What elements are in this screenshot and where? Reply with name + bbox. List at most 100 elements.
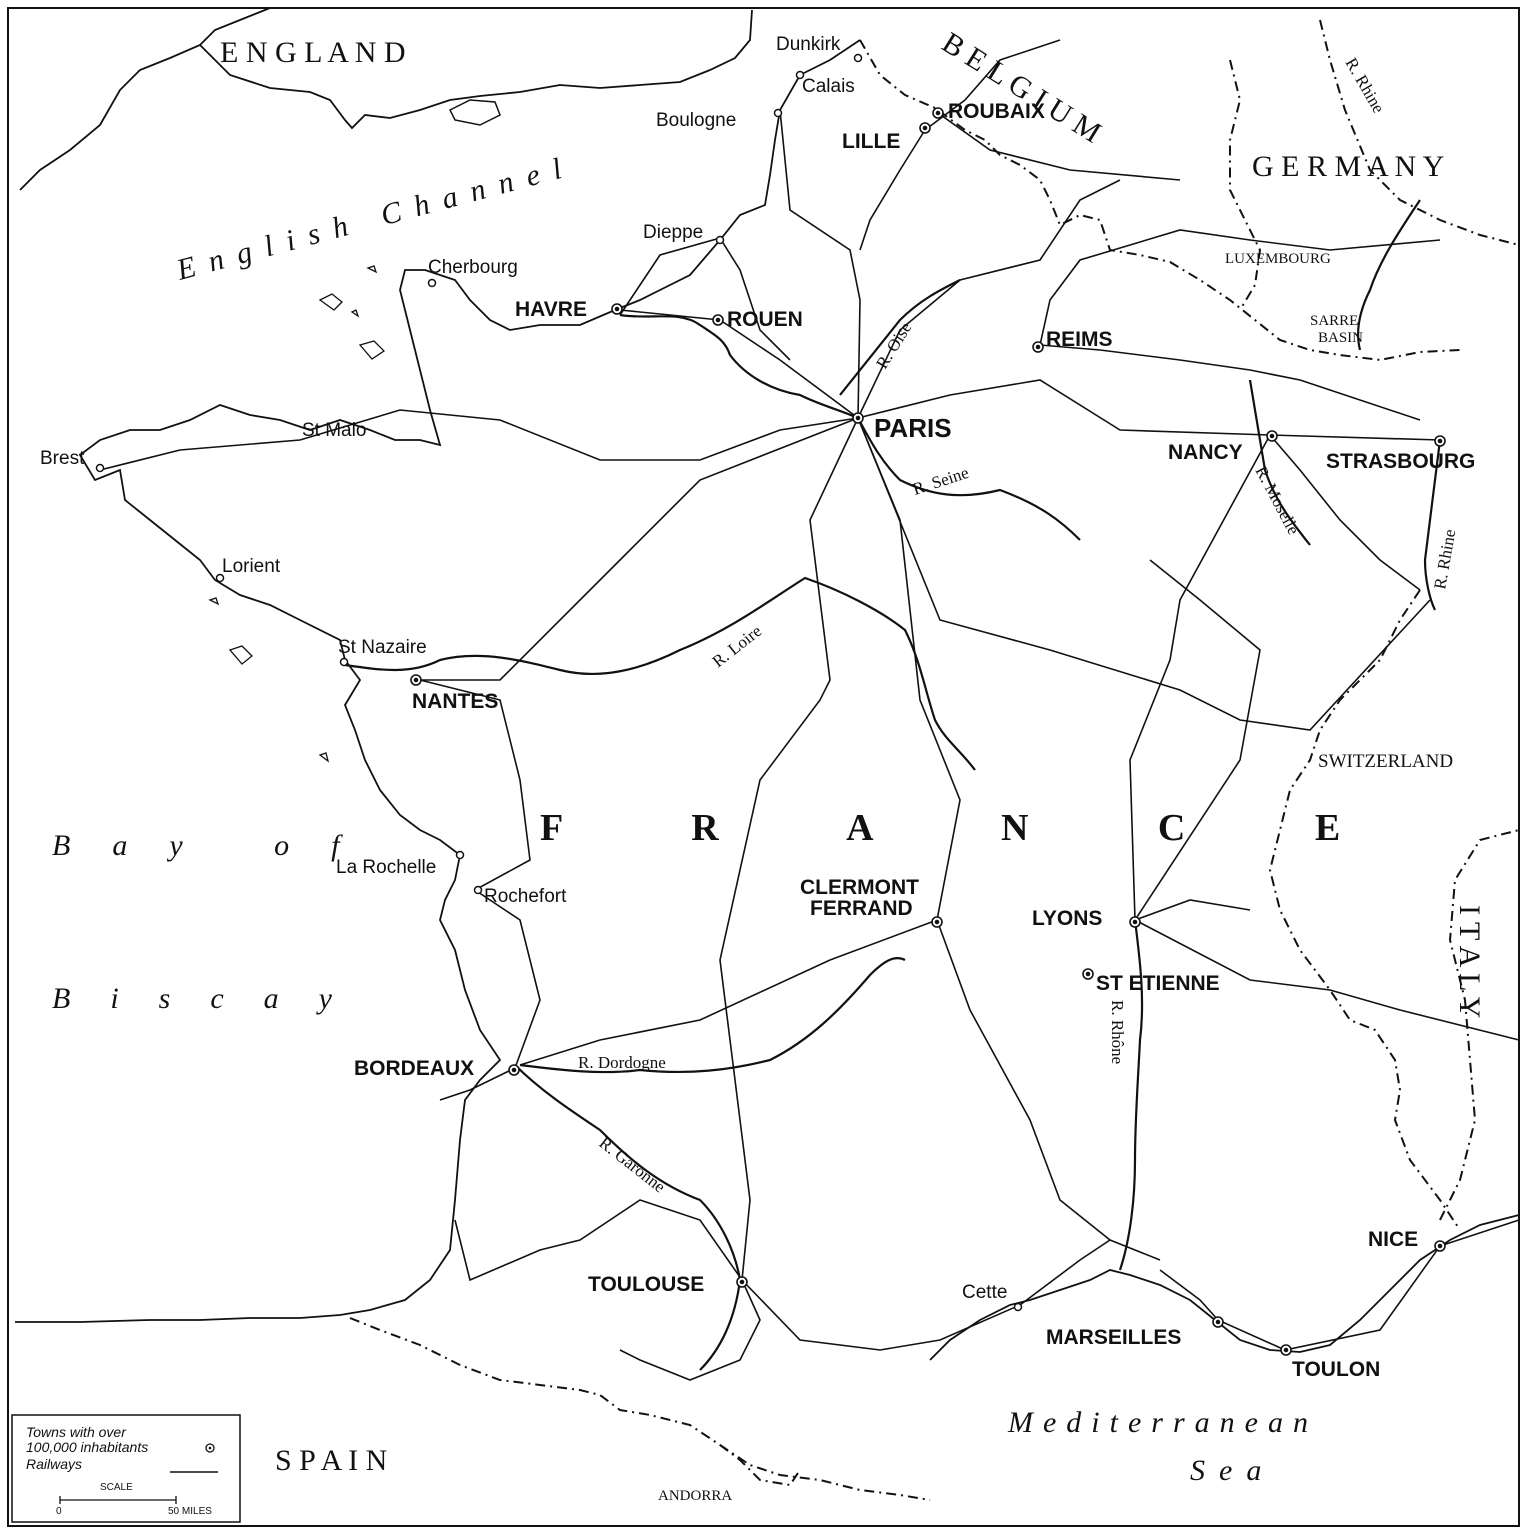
label-clermont-1: CLERMONT xyxy=(800,876,919,899)
label-lorient: Lorient xyxy=(222,556,281,577)
legend-town-symbol-dot xyxy=(208,1446,212,1450)
label-rouen: ROUEN xyxy=(727,308,803,331)
label-marseilles: MARSEILLES xyxy=(1046,1326,1181,1349)
map-frame xyxy=(7,7,1520,1527)
label-strasbourg: STRASBOURG xyxy=(1326,450,1475,473)
marker-st-etienne xyxy=(1082,968,1094,980)
marker-cette xyxy=(1013,1302,1023,1312)
breton-islands xyxy=(208,597,330,763)
river-oise xyxy=(839,279,961,396)
marker-roubaix xyxy=(932,107,944,119)
label-clermont-2: FERRAND xyxy=(810,897,913,920)
label-st-etienne: ST ETIENNE xyxy=(1096,972,1220,995)
label-lyons: LYONS xyxy=(1032,907,1102,930)
marker-strasbourg xyxy=(1434,435,1446,447)
label-roubaix: ROUBAIX xyxy=(948,100,1045,123)
label-england: E N G L A N D xyxy=(220,36,406,69)
river-dordogne xyxy=(519,957,906,1074)
label-nice: NICE xyxy=(1368,1228,1418,1251)
label-biscay: Biscay xyxy=(52,982,372,1015)
marker-nancy xyxy=(1266,430,1278,442)
label-spain: S P A I N xyxy=(275,1444,387,1477)
marker-toulouse xyxy=(736,1276,748,1288)
label-dunkirk: Dunkirk xyxy=(776,34,841,55)
label-toulon: TOULON xyxy=(1292,1358,1380,1381)
legend-scale-zero: 0 xyxy=(56,1506,62,1517)
label-bay-of: Bay of xyxy=(52,829,381,862)
label-rochefort: Rochefort xyxy=(484,886,567,907)
marker-bordeaux xyxy=(508,1064,520,1076)
town-markers xyxy=(410,107,1446,1356)
label-germany: G E R M A N Y xyxy=(1252,150,1444,183)
label-calais: Calais xyxy=(802,76,855,97)
label-reims: REIMS xyxy=(1046,328,1113,351)
isle-of-wight xyxy=(448,99,501,126)
marker-brest xyxy=(95,463,105,473)
label-mediterranean: Mediterranean xyxy=(1007,1406,1318,1439)
label-andorra: ANDORRA xyxy=(658,1488,732,1504)
river-garonne xyxy=(514,1064,742,1371)
marker-cherbourg xyxy=(427,278,437,288)
label-switzerland: SWITZERLAND xyxy=(1318,751,1453,772)
label-italy: I T A L Y xyxy=(1453,905,1486,1018)
river-seine xyxy=(619,313,1081,541)
river-loire xyxy=(344,576,976,771)
label-st-malo: St Malo xyxy=(302,420,366,441)
marker-dieppe xyxy=(715,235,725,245)
label-paris: PARIS xyxy=(874,413,952,443)
label-brest: Brest xyxy=(40,448,85,469)
marker-rouen xyxy=(712,314,724,326)
legend-towns-line1: Towns with over xyxy=(26,1424,127,1440)
legend-box xyxy=(11,1414,241,1523)
legend-railways: Railways xyxy=(26,1456,82,1472)
label-river-dordogne: R. Dordogne xyxy=(578,1053,666,1072)
marker-toulon xyxy=(1280,1344,1292,1356)
england-coastline xyxy=(19,7,753,191)
marker-havre xyxy=(611,303,623,315)
label-dieppe: Dieppe xyxy=(643,222,703,243)
channel-islands xyxy=(318,265,386,360)
marker-lorient xyxy=(215,573,225,583)
marker-lyons xyxy=(1129,916,1141,928)
international-borders xyxy=(349,19,1520,1501)
railways xyxy=(99,39,1520,1381)
marker-clermont xyxy=(931,916,943,928)
label-nancy: NANCY xyxy=(1168,441,1243,464)
map-legend: Towns with over 100,000 inhabitants Rail… xyxy=(11,1414,241,1523)
legend-scale-title: SCALE xyxy=(100,1482,133,1493)
marker-marseilles xyxy=(1212,1316,1224,1328)
label-la-rochelle: La Rochelle xyxy=(336,857,436,878)
river-rhine xyxy=(1356,199,1442,611)
legend-scale-end: 50 MILES xyxy=(168,1506,212,1517)
marker-calais xyxy=(795,70,805,80)
label-sarre-2: BASIN xyxy=(1318,330,1363,346)
label-bordeaux: BORDEAUX xyxy=(354,1057,474,1080)
label-boulogne: Boulogne xyxy=(656,110,736,131)
label-sea: Sea xyxy=(1190,1454,1275,1487)
river-rhone xyxy=(1118,919,1144,1271)
label-cette: Cette xyxy=(962,1282,1007,1303)
marker-paris xyxy=(852,412,864,424)
label-st-nazaire: St Nazaire xyxy=(338,637,427,658)
marker-boulogne xyxy=(773,108,783,118)
rivers xyxy=(344,199,1442,1371)
marker-st-nazaire xyxy=(339,657,349,667)
label-havre: HAVRE xyxy=(515,298,587,321)
river-moselle xyxy=(1248,379,1311,546)
legend-towns-line2: 100,000 inhabitants xyxy=(26,1439,148,1455)
marker-la-rochelle xyxy=(455,850,465,860)
label-sarre-1: SARRE xyxy=(1310,313,1358,329)
label-river-rhone: R. Rhône xyxy=(1108,1000,1127,1064)
label-france: F R A N C E xyxy=(540,807,1400,849)
small-town-markers xyxy=(95,53,1023,1312)
label-lille: LILLE xyxy=(842,130,900,153)
marker-dunkirk xyxy=(853,53,863,63)
marker-reims xyxy=(1032,341,1044,353)
label-cherbourg: Cherbourg xyxy=(428,257,518,278)
label-luxembourg: LUXEMBOURG xyxy=(1225,251,1331,267)
marker-nice xyxy=(1434,1240,1446,1252)
label-nantes: NANTES xyxy=(412,690,498,713)
marker-lille xyxy=(919,122,931,134)
